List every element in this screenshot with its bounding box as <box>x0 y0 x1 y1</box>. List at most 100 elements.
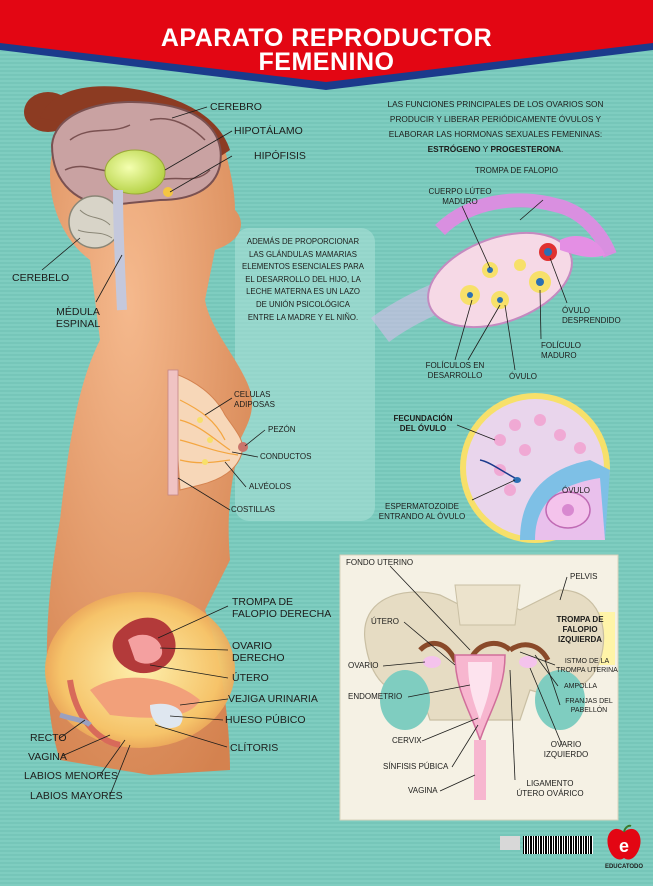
label-medula-line1: MÉDULA <box>56 306 100 318</box>
label-espermatozoide: ESPERMATOZOIDE ENTRANDO AL ÓVULO <box>372 502 472 522</box>
label-costillas: COSTILLAS <box>231 505 276 514</box>
label-cerebelo: CEREBELO <box>12 272 70 284</box>
front-pelvis-panel <box>339 554 619 821</box>
label-cuerpo-line2: MADURO <box>442 197 478 206</box>
label-vejiga: VEJIGA URINARIA <box>228 693 318 705</box>
label-esperm-line1: ESPERMATOZOIDE <box>385 502 459 511</box>
label-trompa-izquierda: TROMPA DE FALOPIO IZQUIERDA <box>546 615 614 645</box>
label-esperm-line2: ENTRANDO AL ÓVULO <box>378 512 466 521</box>
label-fecundacion-line1: FECUNDACIÓN <box>393 414 453 423</box>
svg-text:e: e <box>619 836 629 856</box>
label-clitoris: CLÍTORIS <box>230 742 279 754</box>
label-trompa-izq-line2: FALOPIO <box>562 625 598 634</box>
leader-lines <box>41 106 568 796</box>
label-pezon: PEZÓN <box>268 425 296 434</box>
label-endometrio: ENDOMETRIO <box>348 692 403 701</box>
label-ampolla: AMPOLLA <box>564 683 598 690</box>
label-istmo: ISTMO DE LA TROMPA UTERINA <box>556 657 618 675</box>
hormone-progesterona: PROGESTERONA <box>490 144 562 154</box>
label-ovulo-fecundacion: ÓVULO <box>562 486 591 495</box>
label-foliculos-desarrollo: FOLÍCULOS EN DESARROLLO <box>418 361 492 381</box>
label-ovario-izquierdo: OVARIO IZQUIERDO <box>540 740 592 760</box>
label-foliculos-line2: DESARROLLO <box>427 371 483 380</box>
label-celulas-line1: CELULAS <box>234 390 271 399</box>
label-franjas-line2: PABELLÓN <box>570 707 608 714</box>
label-sinfisis: SÍNFISIS PÚBICA <box>383 762 449 771</box>
label-ovulo-desp-line1: ÓVULO <box>562 306 591 315</box>
breast-note-panel <box>235 228 375 521</box>
label-ovulo-desp-line2: DESPRENDIDO <box>562 316 621 325</box>
hormone-estrogeno: ESTRÓGENO <box>427 144 481 154</box>
label-trompa-falopio: TROMPA DE FALOPIO <box>475 166 558 175</box>
label-trompa-derecha-line2: FALOPIO DERECHA <box>232 608 332 620</box>
intro-connector: Y <box>480 144 491 154</box>
label-celulas-adiposas: CELULAS ADIPOSAS <box>234 390 275 410</box>
label-istmo-line2: TROMPA UTERINA <box>556 667 618 674</box>
page-title: APARATO REPRODUCTOR FEMENINO <box>0 24 653 76</box>
intro-body: LAS FUNCIONES PRINCIPALES DE LOS OVARIOS… <box>387 99 604 139</box>
label-fondo-uterino: FONDO UTERINO <box>346 558 414 567</box>
label-ligamento-line1: LIGAMENTO <box>526 779 574 788</box>
pelvic-organs-side <box>45 592 235 748</box>
label-hipofisis: HIPÓFISIS <box>254 150 306 162</box>
label-ovulo-desprendido: ÓVULO DESPRENDIDO <box>562 306 621 326</box>
label-cervix: CERVIX <box>392 736 422 745</box>
label-foliculo-maduro: FOLÍCULO MADURO <box>541 341 581 361</box>
intro-text: LAS FUNCIONES PRINCIPALES DE LOS OVARIOS… <box>378 97 613 157</box>
brain <box>50 101 222 311</box>
breast-section <box>167 369 248 496</box>
label-ovario-derecho-line1: OVARIO <box>232 640 273 652</box>
label-ovulo: ÓVULO <box>509 372 538 381</box>
label-cuerpo-luteo: CUERPO LÚTEO MADURO <box>420 187 500 207</box>
label-ovario-izq-line1: OVARIO <box>550 740 582 749</box>
label-ligamento: LIGAMENTO ÚTERO OVÁRICO <box>500 779 600 799</box>
label-trompa-izq-line3: IZQUIERDA <box>558 635 602 644</box>
label-recto: RECTO <box>30 732 67 744</box>
label-labios-menores: LABIOS MENORES <box>24 770 118 782</box>
label-foliculo-line2: MADURO <box>541 351 577 360</box>
label-trompa-derecha: TROMPA DE FALOPIO DERECHA <box>232 596 331 620</box>
label-fecundacion-line2: DEL ÓVULO <box>399 424 447 433</box>
label-labios-mayores: LABIOS MAYORES <box>30 790 123 802</box>
title-banner <box>0 0 653 90</box>
label-fecundacion: FECUNDACIÓN DEL ÓVULO <box>388 414 458 434</box>
label-istmo-line1: ISTMO DE LA <box>564 658 610 665</box>
label-cuerpo-line1: CUERPO LÚTEO <box>428 187 492 196</box>
educatodo-logo: e EDUCATODO <box>605 824 643 874</box>
label-celulas-line2: ADIPOSAS <box>234 400 275 409</box>
label-hueso-pubico: HUESO PÚBICO <box>225 714 306 726</box>
label-foliculo-line1: FOLÍCULO <box>541 341 582 350</box>
intro-end: . <box>561 144 564 154</box>
breast-note: ADEMÁS DE PROPORCIONAR LAS GLÁNDULAS MAM… <box>242 237 364 322</box>
label-trompa-derecha-line1: TROMPA DE <box>232 596 294 608</box>
ovary-detail <box>371 193 617 343</box>
fertilization-circle <box>460 393 610 543</box>
label-medula-line2: ESPINAL <box>55 318 101 330</box>
label-utero-front: ÚTERO <box>371 617 399 626</box>
barcode <box>523 836 593 854</box>
label-hipotalamo: HIPOTÁLAMO <box>234 125 303 137</box>
label-foliculos-line1: FOLÍCULOS EN <box>425 361 485 370</box>
label-ovario-izq-line2: IZQUIERDO <box>543 750 589 759</box>
brand-name: EDUCATODO <box>604 864 644 870</box>
label-ovario-front: OVARIO <box>348 661 379 670</box>
label-ligamento-line2: ÚTERO OVÁRICO <box>516 789 584 798</box>
label-pelvis: PELVIS <box>570 572 598 581</box>
label-ovario-derecho: OVARIO DERECHO <box>232 640 285 664</box>
label-franjas-line1: FRANJAS DEL <box>565 698 613 705</box>
label-conductos: CONDUCTOS <box>260 452 312 461</box>
title-line-2: FEMENINO <box>258 48 395 76</box>
label-franjas: FRANJAS DEL PABELLÓN <box>560 697 618 715</box>
label-vagina-side: VAGINA <box>28 751 67 763</box>
label-medula: MÉDULA ESPINAL <box>46 306 110 330</box>
label-trompa-izq-line1: TROMPA DE <box>556 615 604 624</box>
label-utero-side: ÚTERO <box>232 672 269 684</box>
publisher-mark <box>500 836 520 850</box>
label-cerebro: CEREBRO <box>210 101 262 113</box>
label-vagina-front: VAGINA <box>408 786 438 795</box>
label-alveolos: ALVÉOLOS <box>249 482 292 491</box>
title-line-1: APARATO REPRODUCTOR <box>160 24 493 52</box>
label-ovario-derecho-line2: DERECHO <box>232 652 285 664</box>
